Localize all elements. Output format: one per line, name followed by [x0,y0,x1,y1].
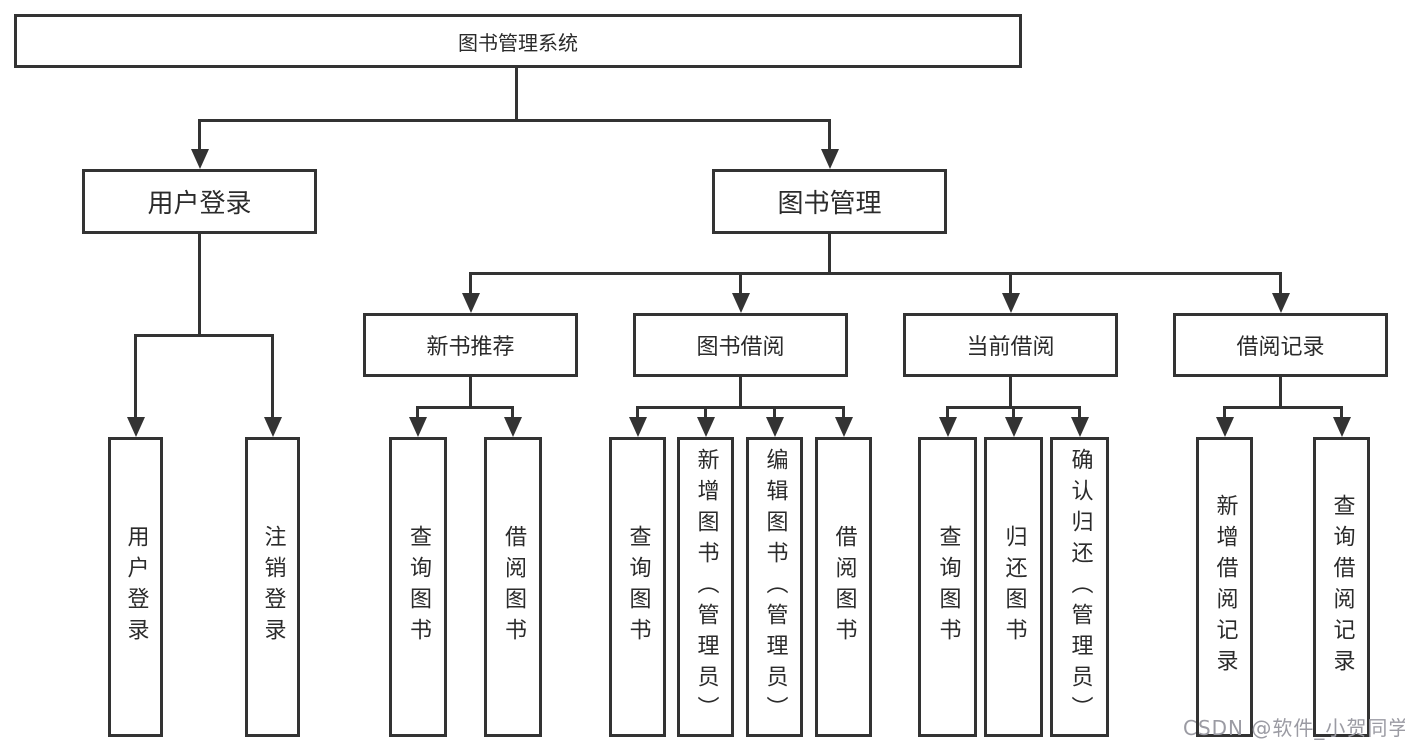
node-book-management: 图书管理 [712,169,947,234]
node-root: 图书管理系统 [14,14,1022,68]
connector-vline [636,405,639,420]
connector-vline [1009,377,1012,409]
connector-vline [416,405,419,420]
leaf-return-book: 归还图书 [984,437,1043,737]
connector-vline [704,405,707,420]
connector-vline [271,333,274,420]
leaf-add-book-admin: 新增图书（管理员） [677,437,734,737]
leaf-user-login: 用户登录 [108,437,163,737]
connector-vline [469,271,472,296]
arrowhead-down-icon [1215,417,1234,437]
leaf-query-borrow-record: 查询借阅记录 [1313,437,1370,737]
arrowhead-down-icon [834,417,853,437]
arrowhead-down-icon [628,417,647,437]
arrowhead-down-icon [503,417,522,437]
connector-vline [1279,271,1282,296]
connector-vline [842,405,845,420]
connector-vline [1340,405,1343,420]
connector-hline [469,271,1282,275]
leaf-confirm-return-admin: 确认归还（管理员） [1050,437,1109,737]
arrowhead-down-icon [190,149,209,169]
arrowhead-down-icon [765,417,784,437]
connector-vline [828,118,831,152]
connector-hline [416,405,514,409]
connector-vline [134,333,137,420]
connector-vline [198,118,201,152]
connector-hline [636,405,845,409]
leaf-borrow-book: 借阅图书 [815,437,872,737]
connector-vline [198,233,201,337]
connector-hline [946,405,1081,409]
leaf-query-book-current: 查询图书 [918,437,977,737]
connector-hline [1223,405,1343,409]
node-user-login-label: 用户登录 [147,189,252,219]
node-book-borrow-label: 图书借阅 [696,335,785,360]
connector-vline [469,377,472,409]
arrowhead-down-icon [820,149,839,169]
arrowhead-down-icon [461,293,480,313]
leaf-add-book-admin-label: 新增图书（管理员） [693,447,719,727]
leaf-borrow-book-recommend-label: 借阅图书 [501,525,526,649]
node-new-book-recommend-label: 新书推荐 [426,335,515,360]
leaf-add-borrow-record: 新增借阅记录 [1196,437,1253,737]
arrowhead-down-icon [1332,417,1351,437]
leaf-return-book-label: 归还图书 [1001,525,1027,649]
leaf-query-book-recommend-label: 查询图书 [406,525,431,649]
node-borrow-record: 借阅记录 [1173,313,1388,377]
arrowhead-down-icon [263,417,282,437]
leaf-borrow-book-label: 借阅图书 [831,525,857,649]
arrowhead-down-icon [1070,417,1089,437]
leaf-logout-label: 注销登录 [260,525,286,649]
connector-vline [946,405,949,420]
node-new-book-recommend: 新书推荐 [363,313,578,377]
leaf-query-book-borrow-label: 查询图书 [625,525,651,649]
node-borrow-record-label: 借阅记录 [1236,335,1325,360]
arrowhead-down-icon [938,417,957,437]
node-book-management-label: 图书管理 [777,189,882,219]
leaf-edit-book-admin: 编辑图书（管理员） [746,437,803,737]
leaf-query-book-current-label: 查询图书 [935,525,961,649]
connector-vline [828,234,831,275]
connector-vline [1279,377,1282,409]
arrowhead-down-icon [696,417,715,437]
node-current-borrow: 当前借阅 [903,313,1118,377]
leaf-query-book-recommend: 查询图书 [389,437,447,737]
connector-vline [1078,405,1081,420]
node-root-label: 图书管理系统 [458,30,578,55]
connector-vline [1009,271,1012,296]
connector-vline [1012,405,1015,420]
leaf-logout: 注销登录 [245,437,300,737]
connector-hline [134,333,274,337]
leaf-user-login-label: 用户登录 [123,525,149,649]
csdn-watermark: CSDN @软件_小贺同学 [1183,716,1405,740]
leaf-add-borrow-record-label: 新增借阅记录 [1212,494,1238,680]
leaf-confirm-return-admin-label: 确认归还（管理员） [1067,447,1093,727]
leaf-borrow-book-recommend: 借阅图书 [484,437,542,737]
node-book-borrow: 图书借阅 [633,313,848,377]
leaf-query-book-borrow: 查询图书 [609,437,666,737]
leaf-query-borrow-record-label: 查询借阅记录 [1329,494,1355,680]
arrowhead-down-icon [731,293,750,313]
connector-vline [1223,405,1226,420]
connector-vline [739,271,742,296]
connector-vline [773,405,776,420]
connector-vline [511,405,514,420]
arrowhead-down-icon [126,417,145,437]
connector-vline [739,377,742,409]
arrowhead-down-icon [1271,293,1290,313]
arrowhead-down-icon [1001,293,1020,313]
connector-hline [198,118,831,122]
connector-vline [515,68,518,122]
arrowhead-down-icon [1004,417,1023,437]
node-user-login: 用户登录 [82,169,317,234]
leaf-edit-book-admin-label: 编辑图书（管理员） [762,447,788,727]
arrowhead-down-icon [408,417,427,437]
node-current-borrow-label: 当前借阅 [966,335,1055,360]
